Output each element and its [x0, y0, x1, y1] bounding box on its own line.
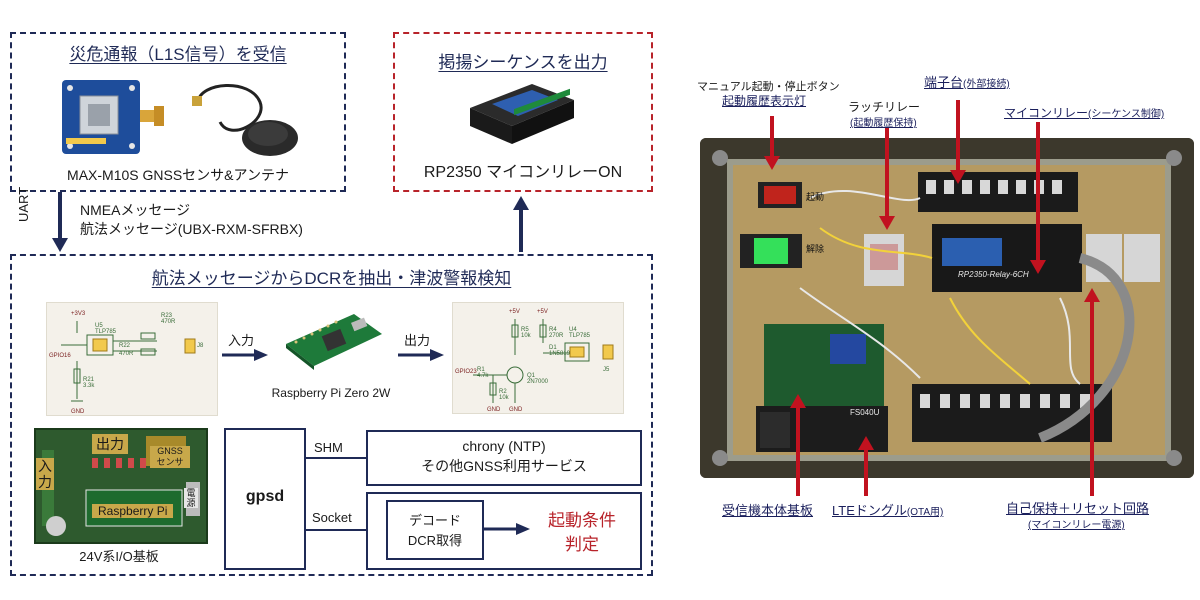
sch-in-r23-val: 470R — [161, 319, 176, 325]
antenna-image — [190, 72, 300, 160]
decode-line2: DCR取得 — [407, 533, 463, 548]
callout-terminal-label: 端子台 — [924, 75, 964, 90]
callout-manual-lamp: 起動履歴表示灯 — [722, 94, 807, 108]
sch-in-gpio: GPIO16 — [49, 353, 71, 359]
sch-out-gpio: GPIO23 — [455, 369, 477, 375]
sch-out-r1-val: 4.7k — [477, 373, 489, 379]
sch-out-r2-val: 10k — [499, 395, 509, 401]
sch-out-r4-val: 270R — [549, 333, 564, 339]
sch-in-r21: R21 — [83, 377, 95, 383]
callout-lte: LTEドングル(OTA用) — [832, 500, 943, 519]
chrony-line2: その他GNSS利用サービス — [421, 458, 587, 474]
sch-out-vcc2: +5V — [537, 309, 548, 315]
sch-out-d1-part: 1N5819 — [549, 351, 571, 357]
photo-start-label: 起動 — [806, 192, 825, 202]
callout-mcu-sub: (シーケンス制御) — [1088, 109, 1165, 120]
callout-arrows — [700, 100, 1200, 510]
photo-dongle-label: FS040U — [850, 408, 880, 417]
shm-label: SHM — [314, 440, 343, 455]
gpsd-connectors — [304, 440, 374, 550]
sch-in-gnd: GND — [71, 409, 85, 415]
sch-in-r21-val: 3.3k — [83, 383, 95, 389]
callout-selfhold-sub: (マイコンリレー電源) — [1028, 520, 1125, 531]
output-caption: RP2350 マイコンリレーON — [423, 164, 623, 181]
photo-relay-board-label: RP2350-Relay-6CH — [958, 270, 1029, 279]
sch-in-u5: U5 — [95, 323, 103, 329]
io-board-in-label: 入力 — [36, 458, 54, 490]
decode-line1: デコード — [408, 513, 461, 528]
receive-section — [10, 32, 346, 192]
trigger-line1: 起動条件 — [548, 511, 616, 530]
decode-box — [386, 500, 484, 560]
sch-in-j8: J8 — [197, 343, 204, 349]
sch-in-vcc: +3V3 — [71, 311, 86, 317]
sch-out-r4: R4 — [549, 327, 557, 333]
input-schematic: +3V3 U5 TLP785 R23 470R R22 470R J8 GPIO… — [46, 302, 218, 416]
callout-lte-sub: (OTA用) — [906, 507, 944, 518]
pi-zero-caption: Raspberry Pi Zero 2W — [271, 386, 391, 400]
process-output-arrow — [398, 348, 444, 362]
photo-cancel-label: 解除 — [806, 244, 825, 254]
sch-out-q1: Q1 — [527, 373, 536, 379]
gnss-module-image — [58, 72, 168, 160]
input-arrow — [222, 348, 268, 362]
gpsd-box — [224, 428, 306, 570]
output-title: 掲揚シーケンスを出力 — [438, 53, 608, 72]
relay-unit-image — [462, 78, 582, 150]
socket-label: Socket — [312, 510, 352, 525]
io-board-pi-label: Raspberry Pi — [92, 504, 174, 518]
output-section — [393, 32, 653, 192]
process-title: 航法メッセージからDCRを抽出・津波警報検知 — [151, 269, 512, 288]
sch-out-r5: R5 — [521, 327, 529, 333]
uart-arrow — [50, 192, 70, 254]
nav-message-label: 航法メッセージ(UBX-RXM-SFRBX) — [80, 221, 303, 237]
sch-out-u4: U4 — [569, 327, 577, 333]
io-board-out-label: 出力 — [92, 434, 128, 454]
sch-in-r22-val: 470R — [119, 351, 134, 357]
sch-out-r5-val: 10k — [521, 333, 531, 339]
callout-latch: ラッチリレー — [848, 100, 921, 114]
callout-receiver: 受信機本体基板 — [722, 503, 814, 518]
sch-in-u5-part: TLP785 — [95, 329, 117, 335]
io-board-gnss-label: GNSS センサ — [150, 446, 190, 468]
nmea-label: NMEAメッセージ — [80, 202, 191, 218]
decode-arrow — [484, 522, 530, 536]
sch-out-u4-part: TLP785 — [569, 333, 591, 339]
raspberry-pi-zero-image — [276, 310, 386, 376]
io-board-caption: 24V系I/O基板 — [79, 549, 159, 564]
sch-out-r1: R1 — [477, 367, 485, 373]
receive-caption: MAX-M10S GNSSセンサ&アンテナ — [67, 167, 289, 183]
uart-label: UART — [16, 186, 31, 222]
output-arrow — [511, 196, 531, 252]
gpsd-label: gpsd — [245, 488, 285, 505]
chrony-line1: chrony (NTP) — [462, 438, 546, 454]
output-arrow-label: 出力 — [404, 333, 431, 348]
enclosure-photo: 起動 解除 RP2350-Relay-6CH FS040U — [700, 138, 1194, 478]
process-section — [10, 254, 653, 576]
sch-out-vcc1: +5V — [509, 309, 520, 315]
callout-terminal: 端子台(外部接続) — [924, 72, 1010, 91]
io-board-power-label: 電 源 — [184, 488, 198, 508]
sch-out-q1-part: 2N7000 — [527, 379, 549, 385]
output-schematic: +5V +5V R5 10k R4 270R U4 TLP785 D1 1N58… — [452, 302, 624, 414]
sch-in-r23: R23 — [161, 313, 173, 319]
callout-lte-label: LTEドングル — [832, 503, 907, 518]
callout-latch-sub: (起動履歴保持) — [850, 118, 917, 129]
sch-out-gnd1: GND — [487, 407, 501, 413]
sch-in-r22: R22 — [119, 343, 131, 349]
callout-terminal-sub: (外部接続) — [963, 79, 1010, 90]
callout-selfhold: 自己保持＋リセット回路 — [1006, 501, 1150, 516]
chrony-box — [366, 430, 642, 486]
trigger-line2: 判定 — [565, 535, 599, 554]
callout-mcu: マイコンリレー(シーケンス制御) — [1004, 104, 1164, 121]
sch-out-gnd2: GND — [509, 407, 523, 413]
sch-out-j5: J5 — [603, 367, 610, 373]
sch-out-r2: R2 — [499, 389, 507, 395]
sch-out-d1: D1 — [549, 345, 557, 351]
receive-title: 災危通報（L1S信号）を受信 — [69, 45, 287, 64]
callout-manual: マニュアル起動・停止ボタン — [697, 81, 840, 93]
callout-mcu-label: マイコンリレー — [1004, 106, 1089, 120]
input-arrow-label: 入力 — [228, 333, 255, 348]
